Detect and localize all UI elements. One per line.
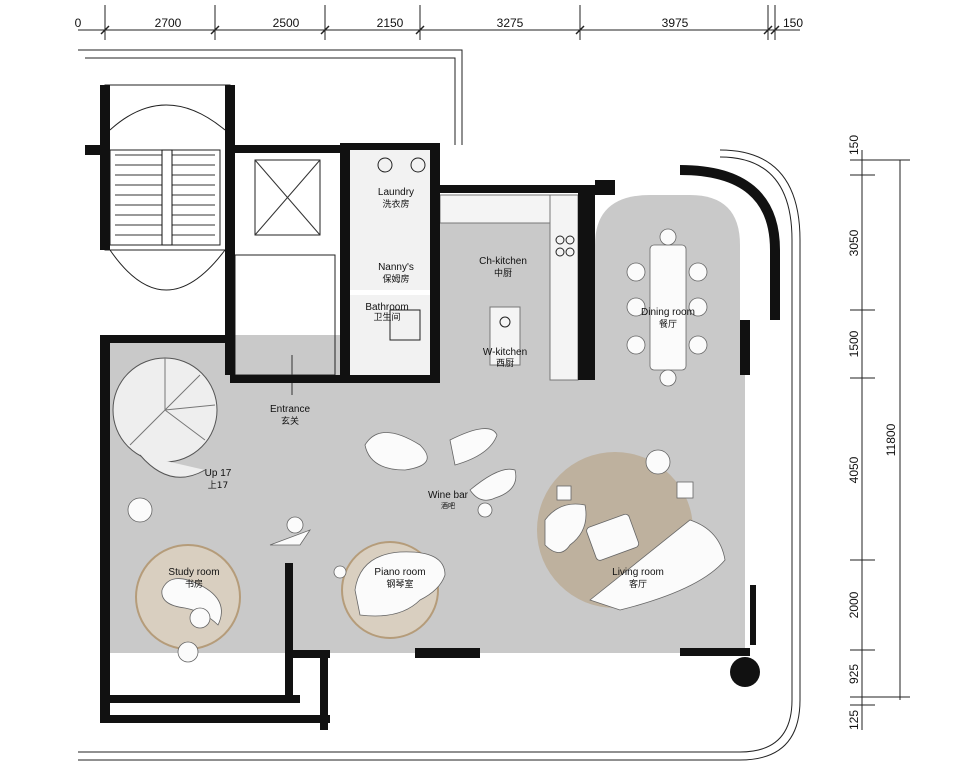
label-study-cn: 书房 (185, 578, 203, 590)
spiral-stair (112, 357, 218, 478)
piano-room-furniture (269, 516, 446, 639)
label-bathroom-en: Bathroom (365, 302, 408, 313)
dim-top-6: 150 (783, 16, 803, 30)
label-w-kitchen-cn: 西厨 (496, 358, 514, 369)
dim-right-4: 2000 (847, 591, 861, 618)
label-entrance-en: Entrance (270, 404, 310, 415)
study-room-furniture (127, 497, 241, 663)
service-rooms (345, 150, 430, 380)
dim-top-0: 0 (75, 16, 82, 30)
label-ch-kitchen-cn: 中厨 (494, 267, 512, 279)
label-nanny-en: Nanny's (378, 262, 414, 273)
dim-right-1: 3050 (847, 229, 861, 256)
label-dining-en: Dining room (641, 307, 695, 318)
stair-core (104, 84, 231, 291)
label-wine-bar-cn: 酒吧 (441, 502, 455, 510)
label-piano-en: Piano room (374, 567, 425, 578)
label-wine-bar-en: Wine bar (428, 490, 469, 501)
label-laundry-cn: 洗衣房 (382, 198, 409, 210)
right-dimension-chain: 150 3050 1500 4050 2000 925 125 11800 (847, 135, 910, 730)
label-laundry-en: Laundry (378, 187, 414, 198)
dim-top-5: 3975 (662, 16, 689, 30)
dim-right-5: 925 (847, 664, 861, 684)
dim-top-3: 2150 (377, 16, 404, 30)
dim-right-0: 150 (847, 135, 861, 155)
dim-right-3: 4050 (847, 456, 861, 483)
label-ch-kitchen-en: Ch-kitchen (479, 256, 527, 267)
dim-top-2: 2500 (273, 16, 300, 30)
label-w-kitchen-en: W-kitchen (483, 347, 527, 358)
label-entrance-cn: 玄关 (281, 415, 299, 427)
label-bathroom-cn: 卫生间 (373, 311, 400, 323)
label-stairs-cn: 上17 (208, 480, 228, 491)
curved-wall (679, 165, 780, 320)
dining-set (626, 228, 708, 387)
label-study-en: Study room (168, 567, 219, 578)
label-stairs-en: Up 17 (205, 468, 232, 479)
living-room-furniture (537, 449, 726, 611)
balcony-outline (78, 49, 801, 761)
wine-bar-furniture (364, 428, 517, 518)
dim-top-4: 3275 (497, 16, 524, 30)
label-living-cn: 客厅 (629, 578, 647, 590)
label-dining-cn: 餐厅 (659, 318, 677, 330)
label-piano-cn: 钢琴室 (386, 578, 413, 590)
top-dimension-chain: 0 2700 2500 2150 3275 3975 150 (75, 5, 803, 40)
dim-right-6: 125 (847, 710, 861, 730)
dim-right-2: 1500 (847, 330, 861, 357)
walls (85, 85, 760, 730)
label-living-en: Living room (612, 567, 664, 578)
label-nanny-cn: 保姆房 (382, 273, 409, 285)
dim-top-1: 2700 (155, 16, 182, 30)
dim-right-total: 11800 (884, 423, 898, 456)
room-labels: Laundry 洗衣房 Nanny's 保姆房 Bathroom 卫生间 Ch-… (168, 187, 695, 590)
kitchen (439, 194, 579, 381)
